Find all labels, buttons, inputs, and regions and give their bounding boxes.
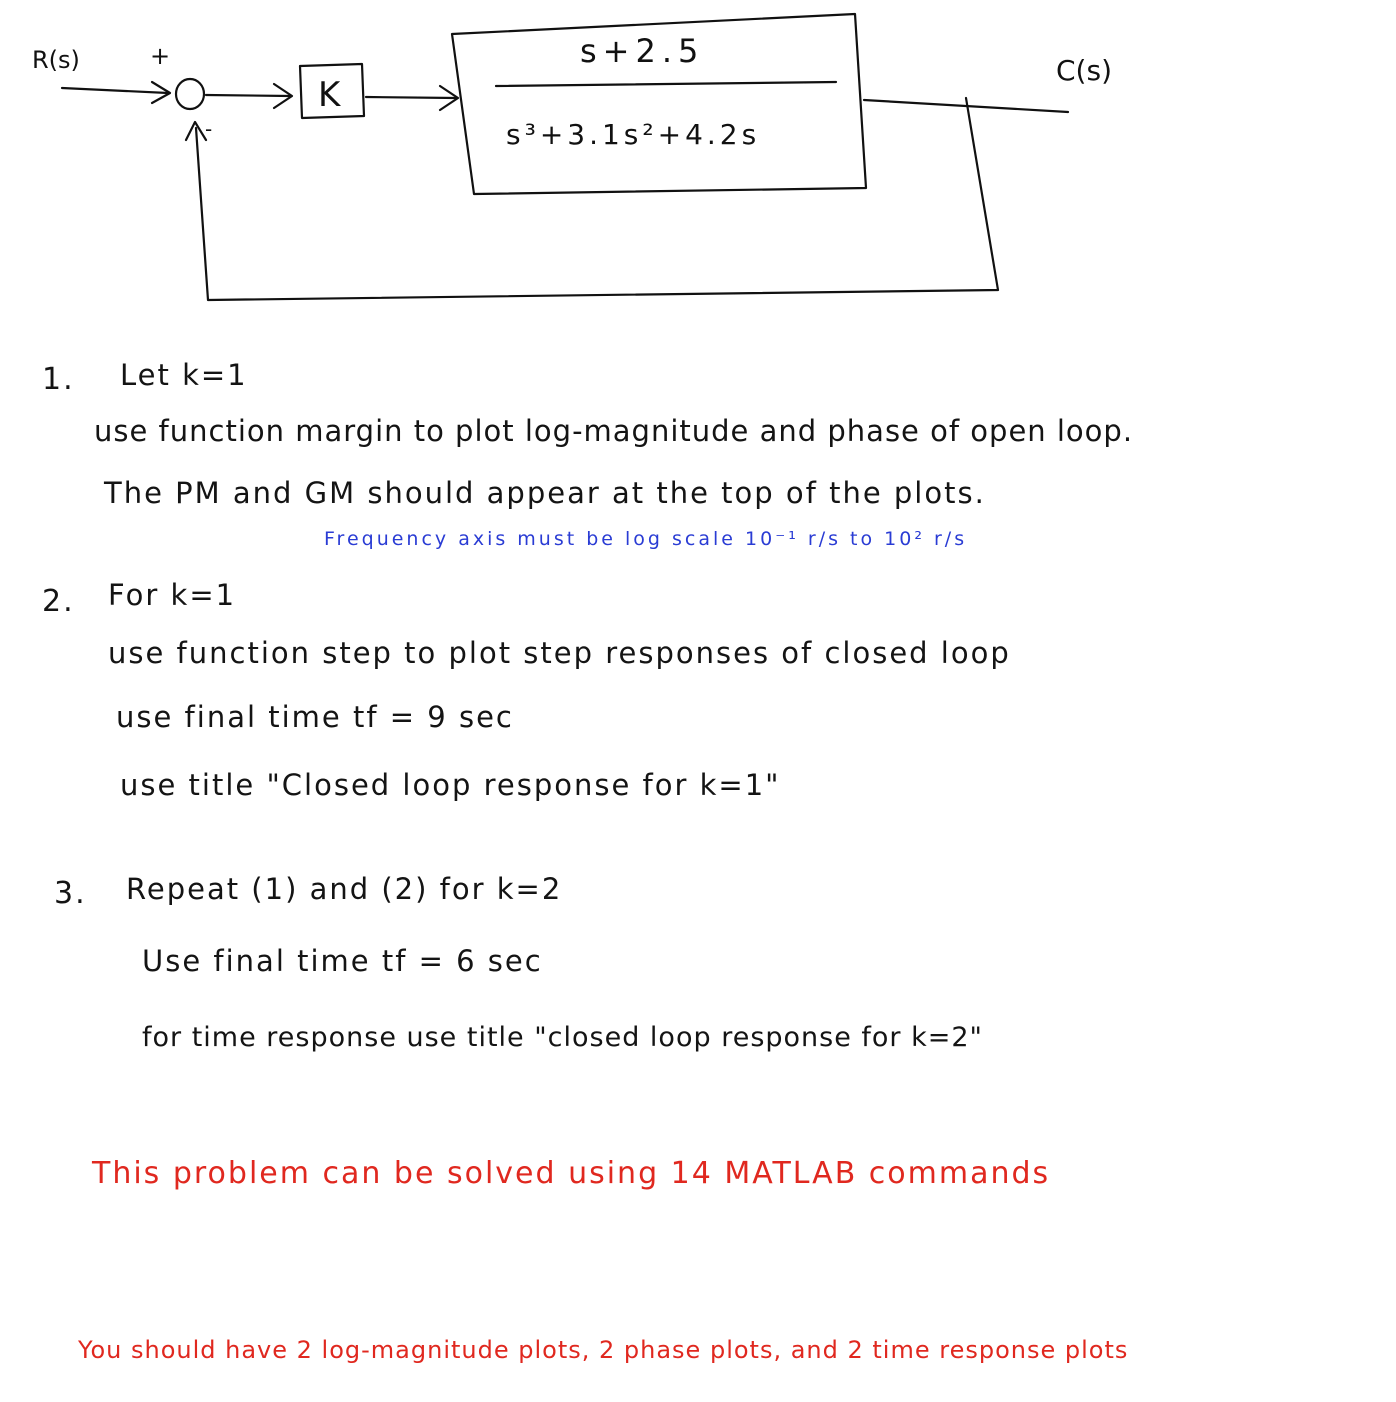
- plant-block: [450, 12, 868, 196]
- item-1-line-1: use function margin to plot log-magnitud…: [94, 414, 1134, 448]
- minus-sign: -: [205, 117, 212, 141]
- item-2-number: 2.: [42, 584, 75, 619]
- item-3-number: 3.: [54, 876, 87, 911]
- output-label: C(s): [1056, 54, 1112, 87]
- gain-label: K: [318, 75, 342, 115]
- item-3-title: Repeat (1) and (2) for k=2: [126, 872, 563, 906]
- item-2-title: For k=1: [108, 578, 237, 612]
- feedback-path: [194, 96, 1000, 302]
- gain-block: [298, 62, 366, 120]
- item-2-line-2: use final time tf = 9 sec: [116, 700, 514, 734]
- item-1-title: Let k=1: [120, 358, 248, 392]
- block-diagram: R(s) + - K s+2.5 s³+3.1s²+4.2s C(s): [32, 12, 1112, 302]
- output-line: [862, 98, 1070, 114]
- summing-junction: [174, 77, 206, 111]
- item-1-line-2: The PM and GM should appear at the top o…: [104, 476, 986, 510]
- item-1-frequency-note: Frequency axis must be log scale 10⁻¹ r/…: [324, 528, 968, 550]
- item-2-line-1: use function step to plot step responses…: [108, 636, 1011, 670]
- input-arrow: [60, 86, 170, 95]
- item-1-number: 1.: [42, 362, 75, 397]
- tf-denominator: s³+3.1s²+4.2s: [506, 118, 760, 151]
- input-label: R(s): [32, 46, 80, 74]
- item-2-line-3: use title "Closed loop response for k=1": [120, 768, 781, 802]
- junction-to-gain-arrow: [204, 93, 292, 98]
- tf-numerator: s+2.5: [580, 32, 704, 70]
- commands-note: This problem can be solved using 14 MATL…: [92, 1156, 1051, 1191]
- item-3-line-1: Use final time tf = 6 sec: [142, 944, 543, 978]
- fraction-bar: [494, 80, 838, 88]
- gain-to-plant-arrow: [364, 95, 458, 100]
- item-3-line-2: for time response use title "closed loop…: [142, 1022, 983, 1053]
- plus-sign: +: [150, 42, 170, 70]
- plots-note: You should have 2 log-magnitude plots, 2…: [78, 1336, 1129, 1364]
